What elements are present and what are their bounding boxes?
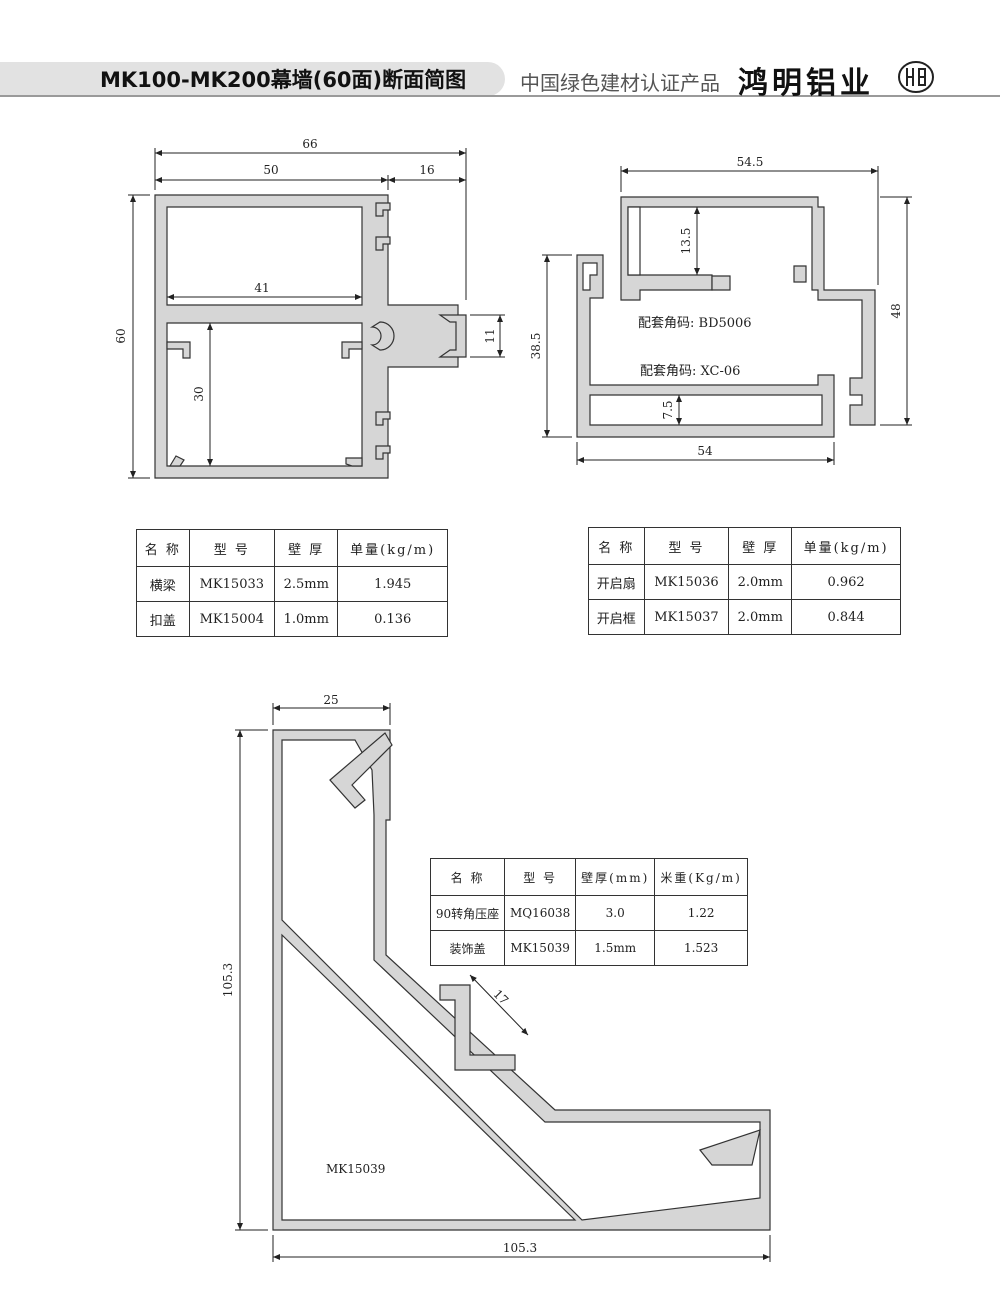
sash-frame-drawing: 54.5 54 48 38.5 13.5 7.5 配套角码: BD5006 配套… xyxy=(529,155,912,465)
table-cell: 开启扇 xyxy=(588,564,645,600)
corner-profile-label: MK15039 xyxy=(326,1162,385,1176)
dim-sash-width: 54.5 xyxy=(737,155,764,169)
table-cell: MQ16038 xyxy=(504,895,577,931)
table-header: 壁 厚 xyxy=(728,527,793,565)
dim-lower-gap: 7.5 xyxy=(661,400,675,419)
header-band xyxy=(0,62,505,96)
table-header: 米重(Kg/m) xyxy=(654,858,748,896)
table-row: 横梁 MK15033 2.5mm 1.945 xyxy=(136,566,448,602)
dim-corner-height: 105.3 xyxy=(221,963,235,997)
dim-inner-width: 41 xyxy=(254,281,269,295)
dim-width-right: 16 xyxy=(419,163,434,177)
table-cell: 3.0 xyxy=(575,895,656,931)
table-cell: 装饰盖 xyxy=(429,930,506,966)
dim-inner-height: 30 xyxy=(192,386,206,401)
table-header: 名 称 xyxy=(136,529,190,567)
table-cell: 横梁 xyxy=(136,566,190,602)
table-header: 型 号 xyxy=(188,529,276,567)
table-row: 扣盖 MK15004 1.0mm 0.136 xyxy=(136,601,448,637)
dim-flange: 11 xyxy=(483,328,497,343)
table-cell: MK15004 xyxy=(188,601,276,637)
table-cell: 0.136 xyxy=(337,601,448,637)
table-cell: 0.962 xyxy=(791,564,901,600)
transom-profile-shape xyxy=(154,194,467,479)
dim-corner-width: 105.3 xyxy=(503,1241,537,1255)
table-header: 单量(kg/m) xyxy=(337,529,448,567)
dim-corner-slot: 17 xyxy=(490,987,511,1008)
table-header: 单量(kg/m) xyxy=(791,527,901,565)
dim-total-width: 66 xyxy=(302,137,317,151)
table-row: 开启框 MK15037 2.0mm 0.844 xyxy=(588,599,901,635)
header-rule xyxy=(0,95,1000,97)
corner-code-note-2: 配套角码: XC-06 xyxy=(640,363,740,379)
table-cell: MK15037 xyxy=(643,599,730,635)
dim-corner-top: 25 xyxy=(323,693,338,707)
table-header: 壁厚(mm) xyxy=(575,858,656,896)
table-cell: MK15039 xyxy=(504,930,577,966)
corner-profile-shape xyxy=(272,729,771,1231)
table-cell: 1.0mm xyxy=(274,601,339,637)
table-cell: 2.5mm xyxy=(274,566,339,602)
table-cell: 1.5mm xyxy=(575,930,656,966)
page-header: MK100-MK200幕墙(60面)断面简图 中国绿色建材认证产品 鸿明铝业 xyxy=(0,0,1000,110)
table-header: 型 号 xyxy=(643,527,730,565)
page-title: MK100-MK200幕墙(60面)断面简图 xyxy=(100,68,467,92)
table-cell: 2.0mm xyxy=(728,564,793,600)
corner-code-note-1: 配套角码: BD5006 xyxy=(638,315,752,331)
dim-left-height: 38.5 xyxy=(529,333,543,360)
dim-height: 60 xyxy=(114,328,128,343)
table-cell: 开启框 xyxy=(588,599,645,635)
table-cell: MK15033 xyxy=(188,566,276,602)
table-row: 开启扇 MK15036 2.0mm 0.962 xyxy=(588,564,901,600)
table-header: 壁 厚 xyxy=(274,529,339,567)
spec-table-corner: 名 称 型 号 壁厚(mm) 米重(Kg/m) 90转角压座 MQ16038 3… xyxy=(429,858,748,966)
table-cell: 1.523 xyxy=(654,930,748,966)
corner-profile-drawing: 25 105.3 105.3 17 MK15039 xyxy=(221,693,771,1262)
spec-table-sash: 名 称 型 号 壁 厚 单量(kg/m) 开启扇 MK15036 2.0mm 0… xyxy=(588,527,901,635)
table-header: 名 称 xyxy=(429,858,506,896)
table-cell: MK15036 xyxy=(643,564,730,600)
table-cell: 1.22 xyxy=(654,895,748,931)
table-header: 型 号 xyxy=(504,858,577,896)
frame-profile-shape xyxy=(576,254,835,438)
table-cell: 扣盖 xyxy=(136,601,190,637)
table-cell: 90转角压座 xyxy=(429,895,506,931)
table-cell: 2.0mm xyxy=(728,599,793,635)
table-header: 名 称 xyxy=(588,527,645,565)
spec-table-transom: 名 称 型 号 壁 厚 单量(kg/m) 横梁 MK15033 2.5mm 1.… xyxy=(136,529,448,637)
table-row: 装饰盖 MK15039 1.5mm 1.523 xyxy=(429,930,748,966)
table-row: 90转角压座 MQ16038 3.0 1.22 xyxy=(429,895,748,931)
brand-logo-icon xyxy=(898,61,934,93)
dim-width-left: 50 xyxy=(263,163,278,177)
brand-name: 鸿明铝业 xyxy=(738,66,874,101)
dim-upper-gap: 13.5 xyxy=(679,228,693,255)
transom-profile-drawing: 66 50 16 60 41 30 11 xyxy=(114,137,505,479)
dim-frame-width: 54 xyxy=(697,444,713,458)
table-cell: 0.844 xyxy=(791,599,901,635)
dim-right-height: 48 xyxy=(889,303,903,318)
certification-text: 中国绿色建材认证产品 xyxy=(520,71,720,95)
table-cell: 1.945 xyxy=(337,566,448,602)
